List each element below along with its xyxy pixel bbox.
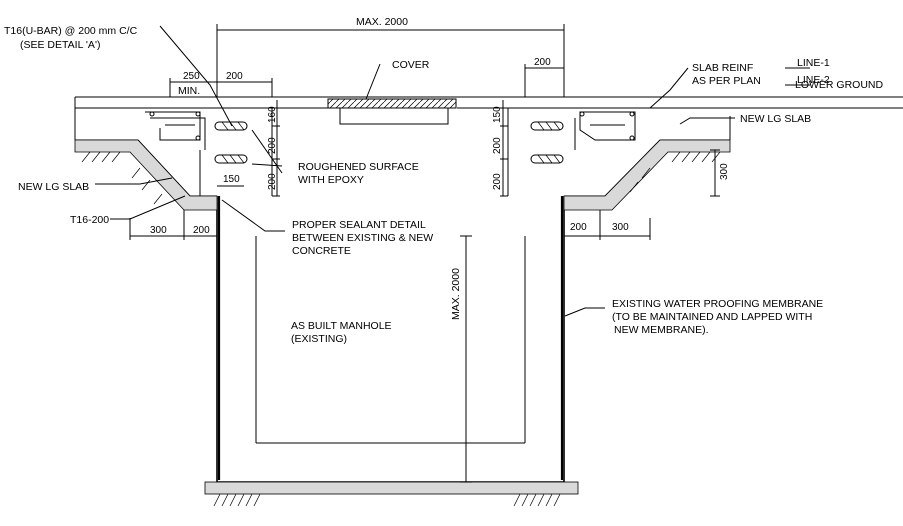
dim-200-right-bottom: 200 bbox=[570, 222, 587, 233]
dim-200-left-2: 200 bbox=[267, 173, 278, 190]
reinforcement-left bbox=[145, 111, 206, 196]
dim-150-right: 150 bbox=[492, 106, 503, 123]
manhole-cover bbox=[327, 98, 457, 109]
dim-200-left-bottom: 200 bbox=[193, 225, 210, 236]
dowel-bars bbox=[214, 121, 564, 164]
label-line-1: LINE-1 bbox=[797, 57, 830, 69]
label-line-2: LINE-2 bbox=[797, 74, 830, 86]
label-see-detail: (SEE DETAIL 'A') bbox=[20, 39, 100, 51]
label-membrane-2: (TO BE MAINTAINED AND LAPPED WITH bbox=[612, 311, 812, 323]
reinforcement-right bbox=[574, 111, 636, 150]
label-slab-reinf-1: SLAB REINF bbox=[692, 62, 753, 74]
label-t16-ubar: T16(U-BAR) @ 200 mm C/C bbox=[4, 25, 138, 37]
dim-160: 160 bbox=[267, 106, 278, 123]
label-membrane-1: EXISTING WATER PROOFING MEMBRANE bbox=[612, 298, 823, 310]
label-roughened-2: WITH EPOXY bbox=[298, 174, 364, 186]
label-min: MIN. bbox=[178, 85, 200, 97]
label-sealant-1: PROPER SEALANT DETAIL bbox=[292, 219, 426, 231]
label-lower-ground: LOWER GROUND bbox=[795, 79, 884, 91]
label-membrane-3: NEW MEMBRANE). bbox=[614, 324, 709, 336]
label-as-built-1: AS BUILT MANHOLE bbox=[291, 320, 392, 332]
label-new-lg-slab-left: NEW LG SLAB bbox=[18, 181, 89, 193]
dim-200-right-1: 200 bbox=[492, 137, 503, 154]
label-roughened-1: ROUGHENED SURFACE bbox=[298, 161, 419, 173]
label-sealant-3: CONCRETE bbox=[292, 245, 351, 257]
label-t16-200: T16-200 bbox=[70, 214, 109, 226]
dim-200-top-left: 200 bbox=[226, 71, 243, 82]
label-max-top: MAX. 2000 bbox=[356, 16, 408, 28]
label-cover: COVER bbox=[392, 59, 430, 71]
label-new-lg-slab-right: NEW LG SLAB bbox=[740, 113, 811, 125]
dim-250: 250 bbox=[183, 71, 200, 82]
dim-150-left: 150 bbox=[223, 174, 240, 185]
dimension-values: 250 200 200 160 200 200 150 150 200 200 … bbox=[150, 57, 730, 236]
base-blinding bbox=[204, 481, 579, 507]
dim-200-top-right: 200 bbox=[534, 57, 551, 68]
dim-200-left-1: 200 bbox=[267, 137, 278, 154]
label-slab-reinf-2: AS PER PLAN bbox=[692, 75, 761, 87]
label-as-built-2: (EXISTING) bbox=[291, 333, 347, 345]
leader-lines bbox=[95, 25, 810, 317]
label-max-vertical: MAX. 2000 bbox=[450, 268, 462, 320]
annotation-labels: T16(U-BAR) @ 200 mm C/C (SEE DETAIL 'A')… bbox=[4, 16, 884, 345]
dim-200-right-2: 200 bbox=[492, 173, 503, 190]
gravel-fill bbox=[74, 139, 731, 211]
dim-300-right-bottom: 300 bbox=[612, 222, 629, 233]
dim-300-left-bottom: 300 bbox=[150, 225, 167, 236]
dimension-lines bbox=[129, 24, 720, 483]
dim-300-right-vertical: 300 bbox=[719, 163, 730, 180]
label-sealant-2: BETWEEN EXISTING & NEW bbox=[292, 232, 433, 244]
